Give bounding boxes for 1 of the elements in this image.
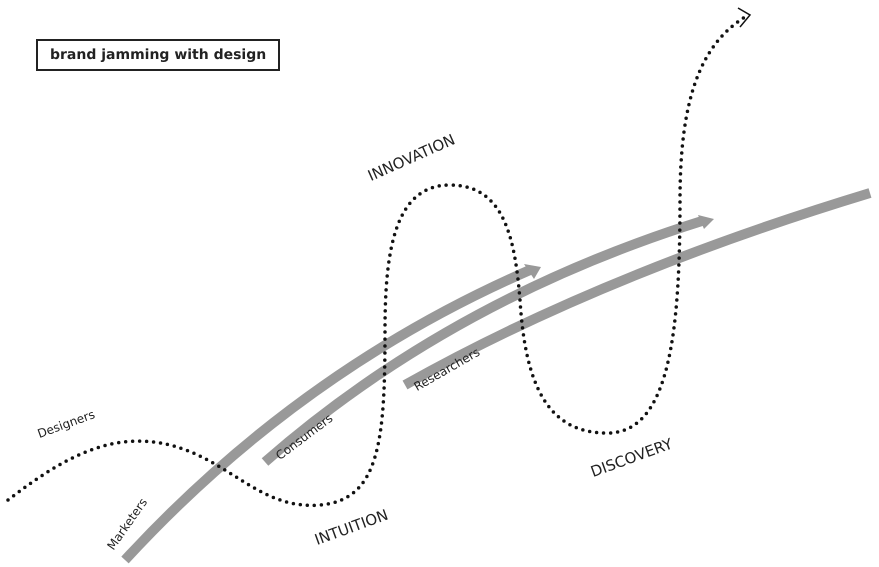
title-box: brand jamming with design xyxy=(36,39,280,71)
